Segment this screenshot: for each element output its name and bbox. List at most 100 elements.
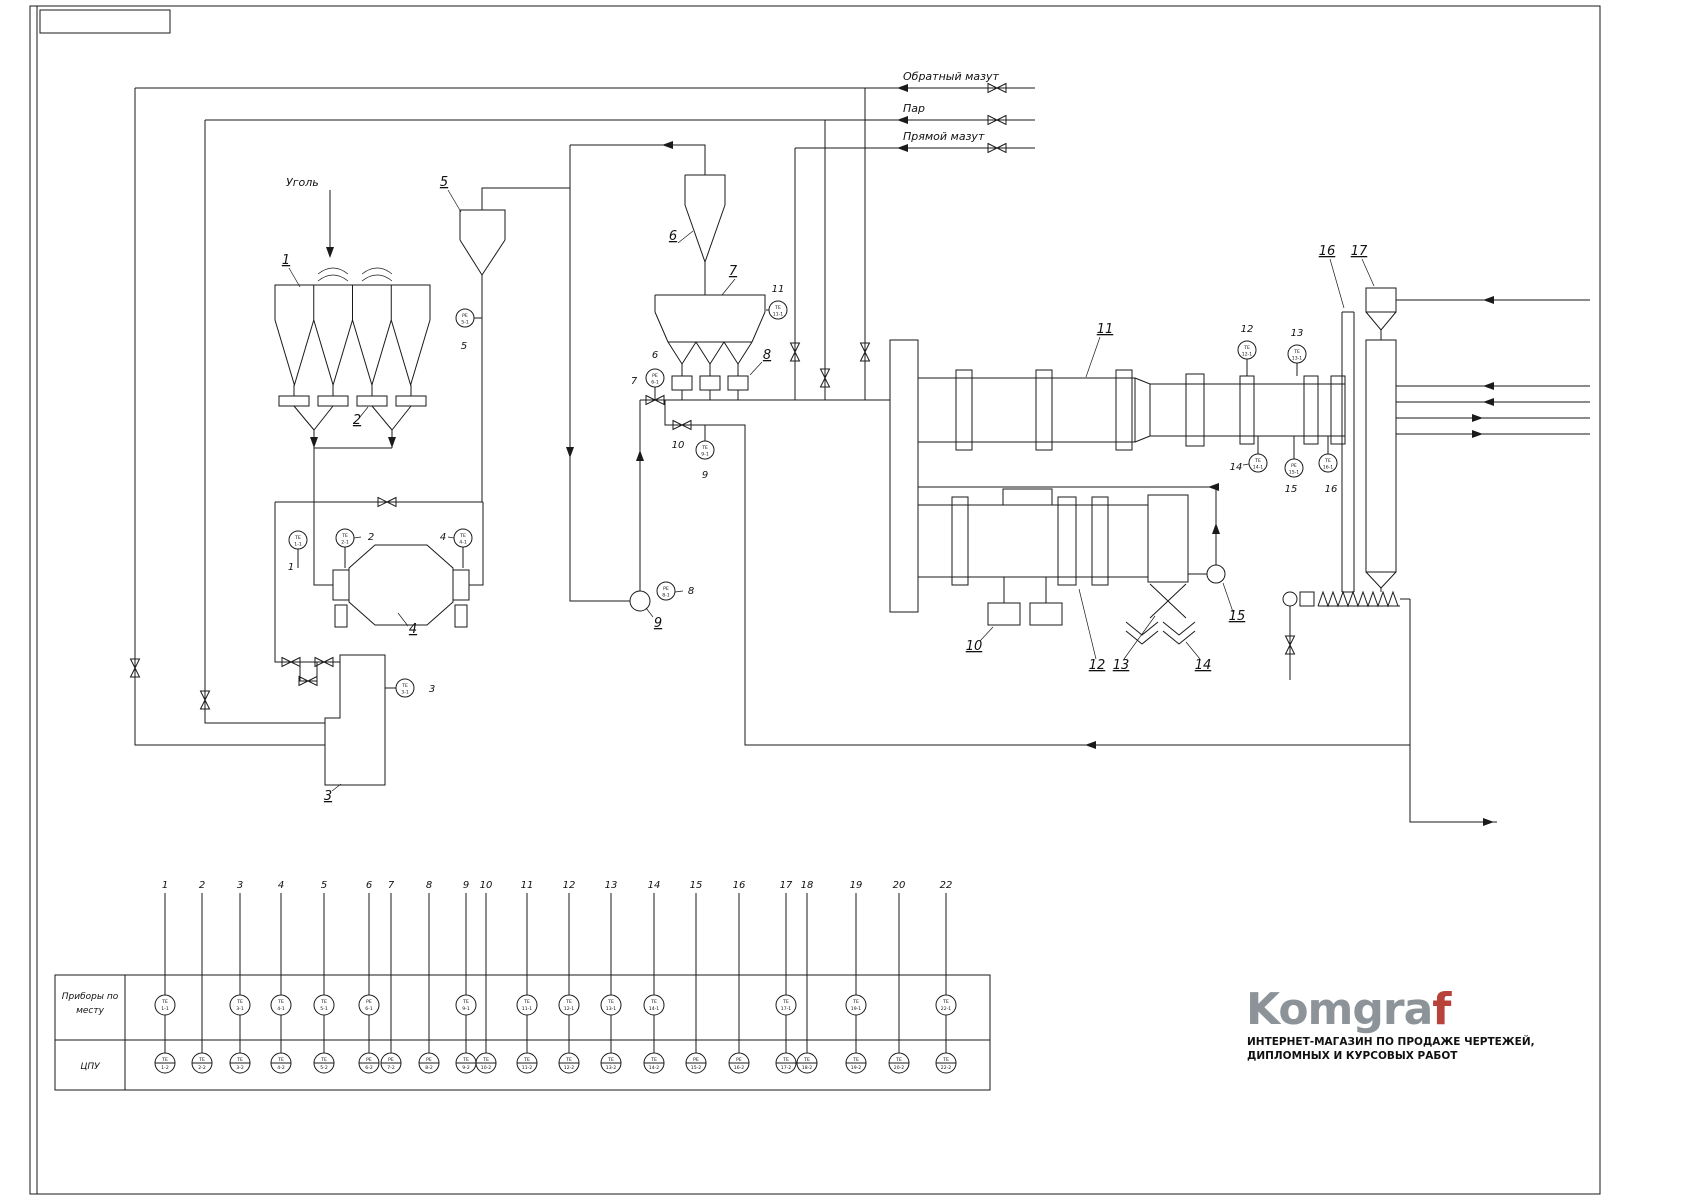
panel-instrument-circle: ТЕ2-2 <box>191 1052 213 1074</box>
pipe-label-return-oil: Обратный мазут <box>903 70 999 83</box>
riding-ring <box>1115 369 1133 451</box>
svg-text:14-1: 14-1 <box>649 1006 660 1012</box>
equipment-label-4: 4 <box>409 622 417 637</box>
svg-text:19-2: 19-2 <box>851 1065 862 1071</box>
svg-text:8-2: 8-2 <box>425 1065 433 1071</box>
svg-text:2-1: 2-1 <box>341 540 349 546</box>
feed-chamber <box>889 339 919 613</box>
instrument-bubble: РЕ5-1 <box>455 308 475 328</box>
svg-text:ТЕ: ТЕ <box>852 1057 859 1063</box>
discharge-x <box>1149 583 1187 619</box>
panel-instrument-circle: РЕ6-2 <box>358 1052 380 1074</box>
position-label-7: 7 <box>631 376 638 387</box>
svg-text:РЕ: РЕ <box>462 313 468 319</box>
position-label-12: 12 <box>1241 324 1254 335</box>
table-column-number: 14 <box>648 880 661 891</box>
svg-text:ТЕ: ТЕ <box>942 1057 949 1063</box>
lower-drum <box>917 488 1226 645</box>
classifier-column <box>1365 339 1397 589</box>
valve-icon <box>645 394 665 406</box>
svg-text:ТЕ: ТЕ <box>277 1057 284 1063</box>
svg-text:1-1: 1-1 <box>161 1006 169 1012</box>
valve-icon <box>129 658 141 678</box>
position-label-11: 11 <box>772 284 785 295</box>
svg-text:ТЕ: ТЕ <box>942 999 949 1005</box>
position-label-1: 1 <box>288 562 294 573</box>
flow-arrow <box>897 84 908 92</box>
svg-text:ТЕ: ТЕ <box>523 1057 530 1063</box>
svg-text:15-1: 15-1 <box>1289 470 1300 476</box>
svg-text:12-2: 12-2 <box>564 1065 575 1071</box>
svg-text:ТЕ: ТЕ <box>1243 345 1250 351</box>
grate <box>1002 488 1053 506</box>
equipment-label-13: 13 <box>1113 658 1130 673</box>
cyclone-5 <box>459 209 506 276</box>
position-label-10: 10 <box>672 440 685 451</box>
instrument-bubble: РЕ6-1 <box>645 368 665 388</box>
table-column-number: 15 <box>690 880 703 891</box>
instrument-bubble: ТЕ1-1 <box>288 530 308 550</box>
svg-text:РЕ: РЕ <box>1291 463 1297 469</box>
instrument-bubble: ТЕ4-1 <box>453 528 473 548</box>
svg-text:20-2: 20-2 <box>894 1065 905 1071</box>
svg-text:9-1: 9-1 <box>462 1006 470 1012</box>
table-column-number: 17 <box>780 880 793 891</box>
svg-text:17-2: 17-2 <box>781 1065 792 1071</box>
riding-ring <box>1035 369 1053 451</box>
svg-text:11-1: 11-1 <box>773 312 784 318</box>
svg-text:6-1: 6-1 <box>651 380 659 386</box>
equipment-label-12: 12 <box>1089 658 1106 673</box>
flow-arrow <box>1483 296 1494 304</box>
logo: Komgraf ИНТЕРНЕТ-МАГАЗИН ПО ПРОДАЖЕ ЧЕРТ… <box>1246 984 1535 1062</box>
valve-icon <box>298 675 318 687</box>
svg-text:9-1: 9-1 <box>701 452 709 458</box>
hopper-17 <box>1365 287 1397 331</box>
equipment-label-6: 6 <box>669 229 677 244</box>
valve-icon <box>314 656 334 668</box>
svg-text:РЕ: РЕ <box>366 999 372 1005</box>
equipment-label-1: 1 <box>282 253 290 268</box>
svg-text:ТЕ: ТЕ <box>565 1057 572 1063</box>
svg-text:5-1: 5-1 <box>461 320 469 326</box>
table-column-number: 6 <box>366 880 372 891</box>
svg-text:14-1: 14-1 <box>1253 465 1264 471</box>
fan-15 <box>1206 564 1226 584</box>
fan-9 <box>629 590 651 612</box>
table-row-label-panel: ЦПУ <box>80 1062 100 1072</box>
svg-text:ТЕ: ТЕ <box>320 999 327 1005</box>
flow-arrow <box>326 247 334 258</box>
svg-text:РЕ: РЕ <box>693 1057 699 1063</box>
svg-text:ТЕ: ТЕ <box>1324 458 1331 464</box>
flow-arrow <box>636 450 644 461</box>
instrument-bubble: РЕ8-1 <box>656 581 676 601</box>
svg-text:ТЕ: ТЕ <box>401 683 408 689</box>
svg-text:4-2: 4-2 <box>277 1065 285 1071</box>
panel-instrument-circle: РЕ8-2 <box>418 1052 440 1074</box>
svg-text:14-2: 14-2 <box>649 1065 660 1071</box>
panel-instrument-circle: ТЕ5-2 <box>313 1052 335 1074</box>
position-label-9: 9 <box>702 470 708 481</box>
svg-text:РЕ: РЕ <box>663 586 669 592</box>
panel-instrument-circle: РЕ7-2 <box>380 1052 402 1074</box>
valve-icon <box>1284 635 1296 655</box>
valve-icon <box>199 690 211 710</box>
